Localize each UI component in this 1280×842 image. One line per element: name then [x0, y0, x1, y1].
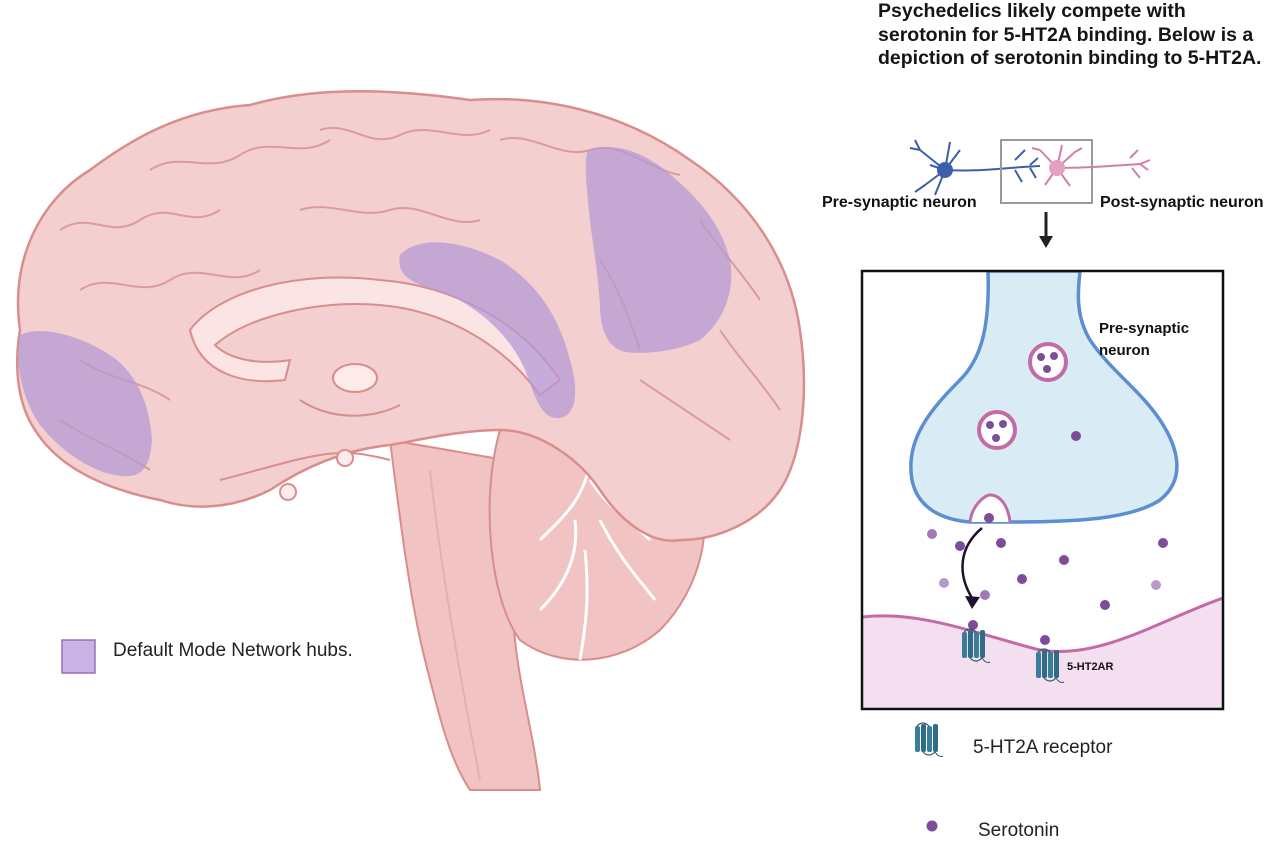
dmn-hub-prefrontal [18, 331, 153, 477]
zoom-arrow [1039, 212, 1053, 248]
dmn-hub-cingulate [399, 242, 576, 419]
dmn-hub-parietal [585, 146, 732, 353]
synapse-presynaptic-label: Pre-synaptic neuron [1099, 320, 1190, 359]
presynaptic-neuron-icon [909, 139, 1041, 196]
receptor-legend-label: 5-HT2A receptor [973, 737, 1113, 758]
brain-illustration [16, 90, 806, 791]
serotonin-legend-icon [926, 820, 938, 832]
thalamus [332, 363, 378, 393]
neuron-pair-illustration [909, 139, 1151, 248]
presynaptic-terminal [909, 271, 1179, 524]
postsynaptic-neuron-icon [1031, 144, 1151, 187]
serotonin-molecules [927, 431, 1168, 645]
binding-arrow [961, 527, 983, 599]
dmn-legend-swatch [61, 639, 96, 674]
postsynaptic-neuron-label: Post-synaptic neuron [1100, 194, 1264, 211]
dmn-legend-label: Default Mode Network hubs. [113, 640, 353, 661]
synapse-panel [860, 269, 1225, 711]
synapse-panel-frame [860, 269, 1225, 711]
synapse-highlight-box [1000, 139, 1093, 204]
vesicle [977, 410, 1017, 450]
serotonin-legend-label: Serotonin [978, 820, 1060, 841]
headline-text: Psychedelics likely compete with seroton… [878, 0, 1262, 69]
dmn-hubs [18, 146, 732, 477]
receptor-label: 5-HT2AR [1067, 661, 1114, 673]
vesicle [1028, 342, 1068, 382]
receptor-legend-icon [914, 722, 944, 758]
corpus-callosum [188, 276, 562, 397]
presynaptic-neuron-label: Pre-synaptic neuron [822, 194, 977, 211]
